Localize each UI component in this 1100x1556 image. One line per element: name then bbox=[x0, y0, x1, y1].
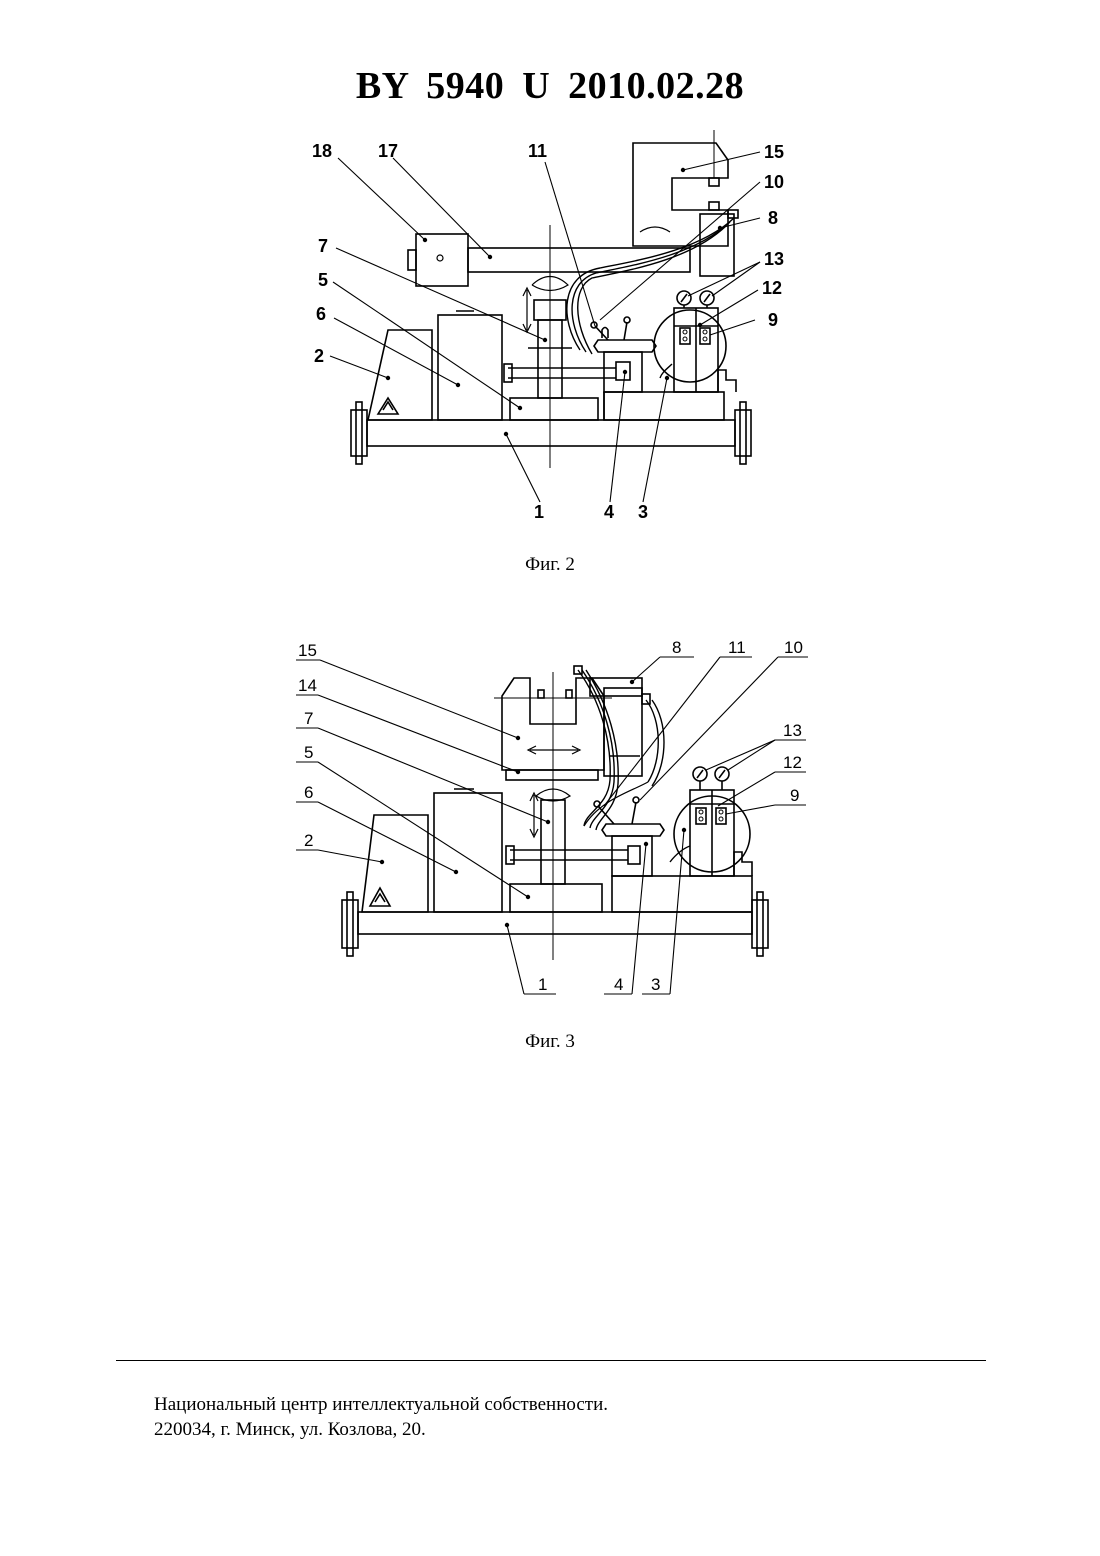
fig2-label-9: 9 bbox=[768, 310, 778, 330]
fig3-label-10: 10 bbox=[784, 638, 803, 657]
fig3-label-2: 2 bbox=[304, 831, 313, 850]
fig3-label-12: 12 bbox=[783, 753, 802, 772]
fig2-label-11: 11 bbox=[528, 141, 547, 161]
fig3-label-15: 15 bbox=[298, 641, 317, 660]
figure-3-drawing: 15 14 7 5 6 2 8 11 10 13 12 9 1 4 3 bbox=[0, 630, 1100, 1000]
fig2-label-12: 12 bbox=[762, 278, 782, 298]
fig2-label-2: 2 bbox=[314, 346, 324, 366]
fig3-label-13: 13 bbox=[783, 721, 802, 740]
fig3-label-3: 3 bbox=[651, 975, 660, 994]
fig3-label-4: 4 bbox=[614, 975, 623, 994]
fig2-label-7: 7 bbox=[318, 236, 328, 256]
fig2-label-17: 17 bbox=[378, 141, 398, 161]
fig2-label-15: 15 bbox=[764, 142, 784, 162]
figure-2-caption: Фиг. 2 bbox=[0, 554, 1100, 576]
fig2-label-6: 6 bbox=[316, 304, 326, 324]
fig2-label-4: 4 bbox=[604, 502, 614, 522]
footer-address: Национальный центр интеллектуальной собс… bbox=[154, 1392, 608, 1442]
fig2-label-3: 3 bbox=[638, 502, 648, 522]
document-header: BY 5940 U 2010.02.28 bbox=[0, 64, 1100, 108]
fig3-label-8: 8 bbox=[672, 638, 681, 657]
fig2-label-10: 10 bbox=[764, 172, 784, 192]
footer-line-2: 220034, г. Минск, ул. Козлова, 20. bbox=[154, 1417, 608, 1442]
fig3-label-14: 14 bbox=[298, 676, 317, 695]
fig3-label-7: 7 bbox=[304, 709, 313, 728]
fig3-label-6: 6 bbox=[304, 783, 313, 802]
footer-divider bbox=[116, 1360, 986, 1361]
fig2-label-13: 13 bbox=[764, 249, 784, 269]
footer-line-1: Национальный центр интеллектуальной собс… bbox=[154, 1392, 608, 1417]
fig2-label-8: 8 bbox=[768, 208, 778, 228]
fig3-label-9: 9 bbox=[790, 786, 799, 805]
fig3-label-5: 5 bbox=[304, 743, 313, 762]
figure-2-drawing: 18 17 11 15 10 8 13 12 9 7 5 6 2 1 4 3 bbox=[0, 130, 1100, 530]
fig2-label-5: 5 bbox=[318, 270, 328, 290]
figure-3-caption: Фиг. 3 bbox=[0, 1031, 1100, 1053]
fig2-label-1: 1 bbox=[534, 502, 544, 522]
fig3-label-11: 11 bbox=[728, 638, 746, 657]
fig3-label-1: 1 bbox=[538, 975, 547, 994]
fig2-label-18: 18 bbox=[312, 141, 332, 161]
